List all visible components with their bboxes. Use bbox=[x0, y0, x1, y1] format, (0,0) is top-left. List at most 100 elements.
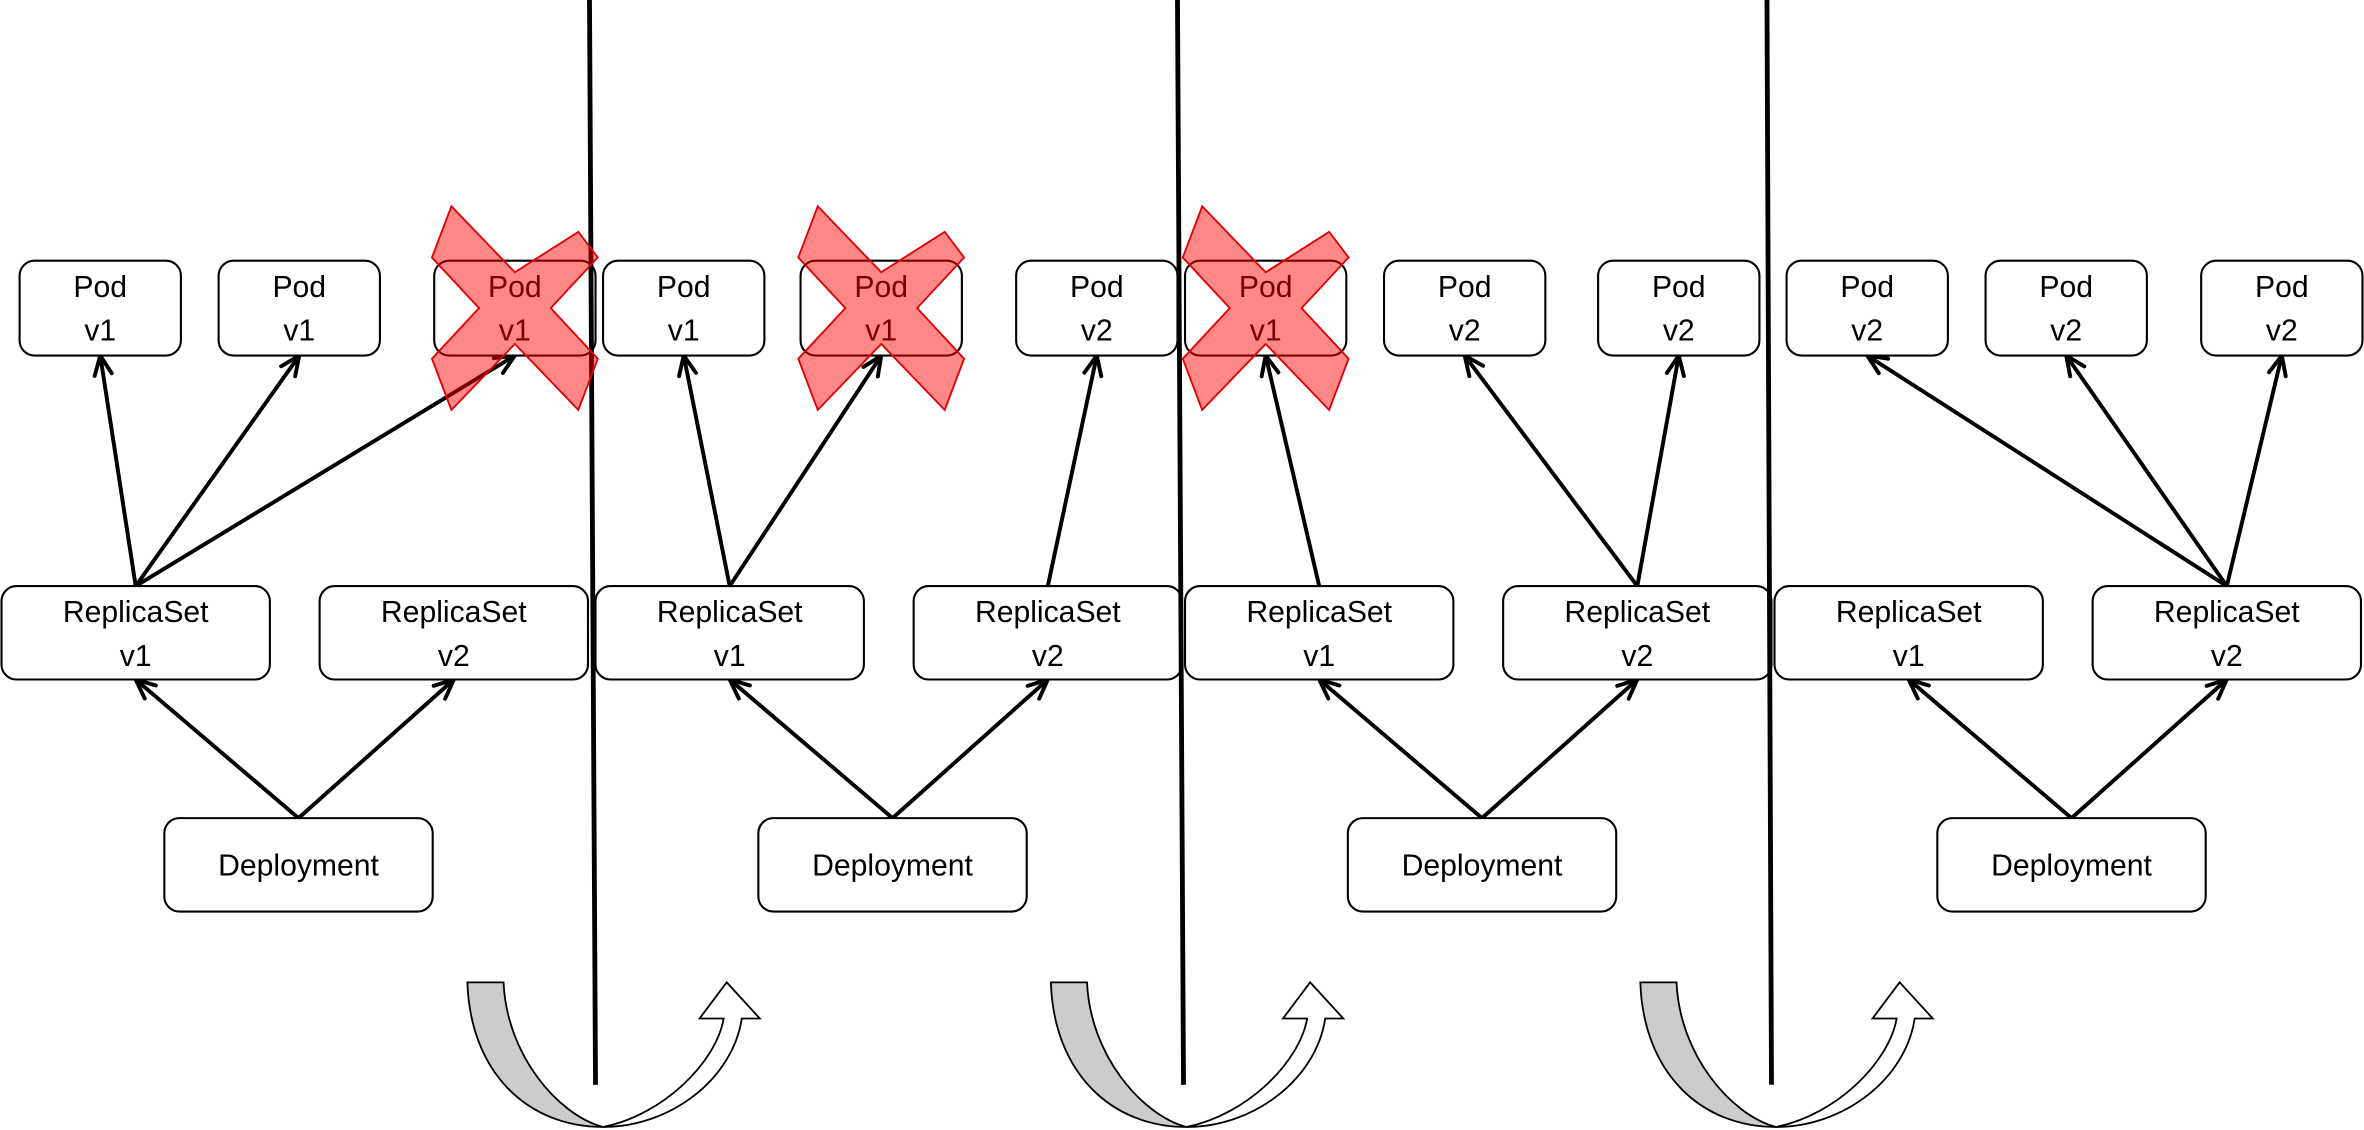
panel-3-arrow-deployment-to-rs-v2 bbox=[1480, 677, 1640, 820]
panel-4-arrow-rs-to-pod-1 bbox=[1865, 353, 2228, 588]
panel-4-arrow-deployment-to-rs-v1 bbox=[1906, 677, 2073, 820]
panel-3-pod-1: Pod v1 bbox=[1183, 259, 1348, 357]
panel-2-pod-3: Pod v2 bbox=[1015, 259, 1179, 357]
panel-2-replicaset-v1-version: v1 bbox=[714, 640, 746, 673]
panel-1-arrow-deployment-to-rs-v1 bbox=[133, 677, 300, 820]
panel-3-deployment-frame bbox=[1346, 817, 1618, 913]
panel-2-pod-2-kind: Pod bbox=[854, 271, 908, 304]
panel-3-pod-1-frame bbox=[1183, 259, 1348, 357]
panel-2-arrow-rs-to-pod-1 bbox=[677, 353, 732, 587]
panel-2-arrow-deployment-to-rs-v1 bbox=[727, 677, 894, 820]
panel-divider-3 bbox=[1764, 0, 1774, 1085]
panel-1-arrow-deployment-to-rs-v2 bbox=[297, 677, 456, 820]
transition-arrow-step-1-to-2-icon bbox=[466, 980, 762, 1128]
panel-1-deployment-frame bbox=[163, 817, 434, 913]
panel-3-arrow-rs-to-pod-3 bbox=[1635, 353, 1686, 587]
panel-2-deployment-frame bbox=[757, 817, 1028, 913]
panel-4-replicaset-v2-kind: ReplicaSet bbox=[2154, 596, 2300, 629]
panel-1-replicaset-v1-kind: ReplicaSet bbox=[63, 596, 209, 629]
panel-2-pod-2-frame bbox=[799, 259, 963, 357]
panel-3-deployment: Deployment bbox=[1346, 817, 1618, 913]
panel-4-replicaset-v1-version: v1 bbox=[1893, 640, 1925, 673]
panel-3-pod-2-kind: Pod bbox=[1438, 271, 1492, 304]
panel-2-arrow-rs-to-pod-3 bbox=[1045, 353, 1104, 587]
transition-arrow-step-3-to-4-icon bbox=[1639, 980, 1935, 1128]
panel-4-pod-2-frame bbox=[1984, 259, 2148, 357]
panel-3-pod-1-version: v1 bbox=[1250, 315, 1282, 348]
panel-4-pod-3-frame bbox=[2200, 259, 2364, 357]
panel-3-pod-1-kind: Pod bbox=[1239, 271, 1293, 304]
panel-2-pod-1-frame bbox=[602, 259, 766, 357]
panel-4-pod-3: Pod v2 bbox=[2200, 259, 2364, 357]
panel-3-pod-2-version: v2 bbox=[1449, 315, 1481, 348]
panel-1-replicaset-v1-version: v1 bbox=[120, 640, 152, 673]
panel-1-pod-2-version: v1 bbox=[283, 315, 315, 348]
panel-4-deployment: Deployment bbox=[1936, 817, 2207, 913]
panel-3-replicaset-v1-version: v1 bbox=[1303, 640, 1335, 673]
panel-4-deployment-label: Deployment bbox=[1991, 849, 2152, 882]
panel-3-pod-3-frame bbox=[1597, 259, 1761, 357]
panel-1-pod-1-kind: Pod bbox=[73, 271, 127, 304]
panel-3-replicaset-v1-kind: ReplicaSet bbox=[1246, 596, 1392, 629]
panel-1-pod-3-terminated-x-icon bbox=[430, 204, 599, 412]
panel-4-replicaset-v2-version: v2 bbox=[2211, 640, 2243, 673]
panel-2-arrow-deployment-to-rs-v2 bbox=[891, 677, 1050, 820]
panel-3-replicaset-v2-version: v2 bbox=[1621, 640, 1653, 673]
panel-1-pod-1: Pod v1 bbox=[18, 259, 182, 357]
panel-3-pod-3-version: v2 bbox=[1663, 315, 1695, 348]
panel-2-replicaset-v2-kind: ReplicaSet bbox=[975, 596, 1121, 629]
panel-1-arrow-rs-to-pod-1 bbox=[92, 353, 138, 587]
panel-1-pod-1-version: v1 bbox=[84, 315, 116, 348]
panel-1-pod-3: Pod v1 bbox=[433, 259, 597, 357]
panel-1-pod-3-frame bbox=[433, 259, 597, 357]
panel-4-pod-1-frame bbox=[1785, 259, 1949, 357]
panel-2-replicaset-v1-frame bbox=[594, 585, 865, 681]
panel-4-pod-1-version: v2 bbox=[1851, 315, 1883, 348]
panel-1-pod-3-kind: Pod bbox=[488, 271, 542, 304]
panel-2-arrow-rs-to-pod-2 bbox=[728, 353, 884, 588]
panel-4-deployment-frame bbox=[1936, 817, 2207, 913]
panel-2-pod-2-terminated-x-icon bbox=[797, 204, 966, 412]
panel-1-replicaset-v2-frame bbox=[318, 585, 590, 681]
panel-4-pod-2-version: v2 bbox=[2050, 315, 2082, 348]
panel-1-deployment: Deployment bbox=[163, 817, 434, 913]
transition-arrow-step-2-to-3-icon bbox=[1049, 980, 1346, 1128]
panel-4-replicaset-v1-kind: ReplicaSet bbox=[1836, 596, 1982, 629]
panel-1-pod-2-kind: Pod bbox=[272, 271, 326, 304]
panel-divider-1 bbox=[587, 0, 598, 1085]
panel-4-pod-2-kind: Pod bbox=[2039, 271, 2093, 304]
panel-divider-2 bbox=[1175, 0, 1186, 1085]
panel-1-pod-1-frame bbox=[18, 259, 182, 357]
panel-4-pod-3-kind: Pod bbox=[2255, 271, 2309, 304]
panel-3-arrow-deployment-to-rs-v1 bbox=[1317, 677, 1484, 820]
panel-4-pod-3-version: v2 bbox=[2266, 315, 2298, 348]
panel-2-pod-1: Pod v1 bbox=[602, 259, 766, 357]
panel-1-pod-2: Pod v1 bbox=[217, 259, 381, 357]
panel-2-deployment-label: Deployment bbox=[812, 849, 973, 882]
panel-1-replicaset-v1-frame bbox=[0, 585, 271, 681]
panel-1-pod-3-version: v1 bbox=[499, 315, 531, 348]
panel-1-arrow-rs-to-pod-2 bbox=[134, 353, 302, 588]
panel-4-arrow-deployment-to-rs-v2 bbox=[2070, 677, 2229, 820]
panel-4-replicaset-v1-frame bbox=[1773, 585, 2044, 681]
panel-1-replicaset-v2-version: v2 bbox=[438, 640, 470, 673]
panel-4-pod-2: Pod v2 bbox=[1984, 259, 2148, 357]
panel-3-replicaset-v2-kind: ReplicaSet bbox=[1564, 596, 1710, 629]
panel-2-pod-3-version: v2 bbox=[1081, 315, 1113, 348]
panel-3-replicaset-v1-frame bbox=[1183, 585, 1455, 681]
panel-3-replicaset-v2: ReplicaSet v2 bbox=[1502, 585, 1773, 681]
panel-2-pod-1-version: v1 bbox=[668, 315, 700, 348]
panel-3-deployment-label: Deployment bbox=[1402, 849, 1563, 882]
panel-2-deployment: Deployment bbox=[757, 817, 1028, 913]
panel-2-pod-1-kind: Pod bbox=[657, 271, 711, 304]
panel-1-deployment-label: Deployment bbox=[218, 849, 379, 882]
panel-3-pod-1-terminated-x-icon bbox=[1181, 204, 1350, 412]
panel-2-pod-3-kind: Pod bbox=[1070, 271, 1124, 304]
panel-3-pod-2: Pod v2 bbox=[1382, 259, 1547, 357]
panel-4-replicaset-v1: ReplicaSet v1 bbox=[1773, 585, 2044, 681]
panel-3-pod-2-frame bbox=[1382, 259, 1547, 357]
